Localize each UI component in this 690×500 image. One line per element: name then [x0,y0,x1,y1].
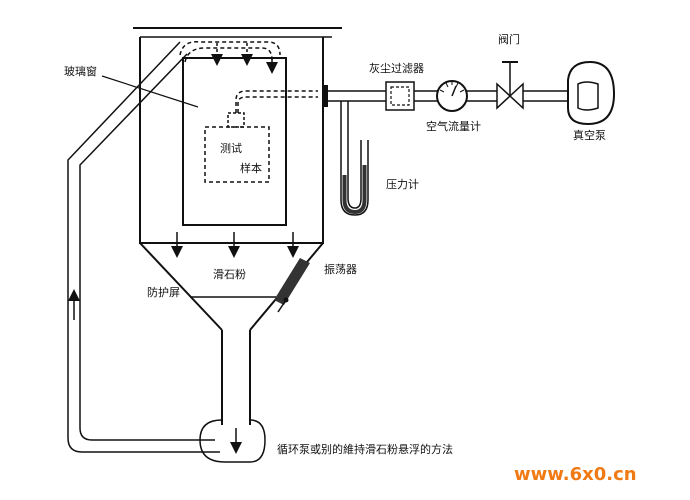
label-sample: 样本 [240,161,262,175]
circulation-pump-loop [199,419,266,463]
outlet-pipe [328,90,386,102]
pipe-filter-to-meter [414,90,438,102]
dust-filter-box [385,81,415,111]
pipe-meter-to-valve [467,90,497,102]
pressure-gauge-utube [340,101,369,216]
glass-window-leader [101,75,199,108]
gauge-liquid [342,165,367,215]
return-pipe-outer [67,41,220,453]
label-dust-filter: 灰尘过滤器 [369,61,424,75]
top-inflow-dashed [179,41,281,63]
airflow-meter-needle [451,85,457,97]
funnel-tube [221,330,251,425]
label-glass-window: 玻璃窗 [64,64,97,78]
pipe-valve-to-pump [523,90,568,102]
label-test: 测试 [220,142,242,155]
outlet-flange [322,85,328,107]
chamber-body [139,37,324,244]
label-vibrator: 振荡器 [324,262,357,276]
label-pressure-gauge: 压力计 [386,178,419,191]
vacuum-pump [567,60,616,126]
vibrator [274,258,310,313]
return-pipe-inner [79,53,215,441]
label-valve: 阀门 [498,32,520,46]
valve [496,61,524,110]
label-shield: 防护屏 [147,285,180,299]
airflow-meter-ticks [439,81,465,93]
label-caption: 循环泵或别的維持滑石粉悬浮的方法 [277,442,453,456]
sample-cap [227,112,245,128]
sample-outlet-pipe-dashed [235,90,318,113]
label-airflow-meter: 空气流量计 [426,119,481,133]
inner-chamber-box [182,57,287,226]
label-vacuum-pump: 真空泵 [573,128,606,142]
label-talc: 滑石粉 [213,268,246,281]
dust-filter-inner [390,86,410,106]
watermark: www.6x0.cn [514,464,637,485]
